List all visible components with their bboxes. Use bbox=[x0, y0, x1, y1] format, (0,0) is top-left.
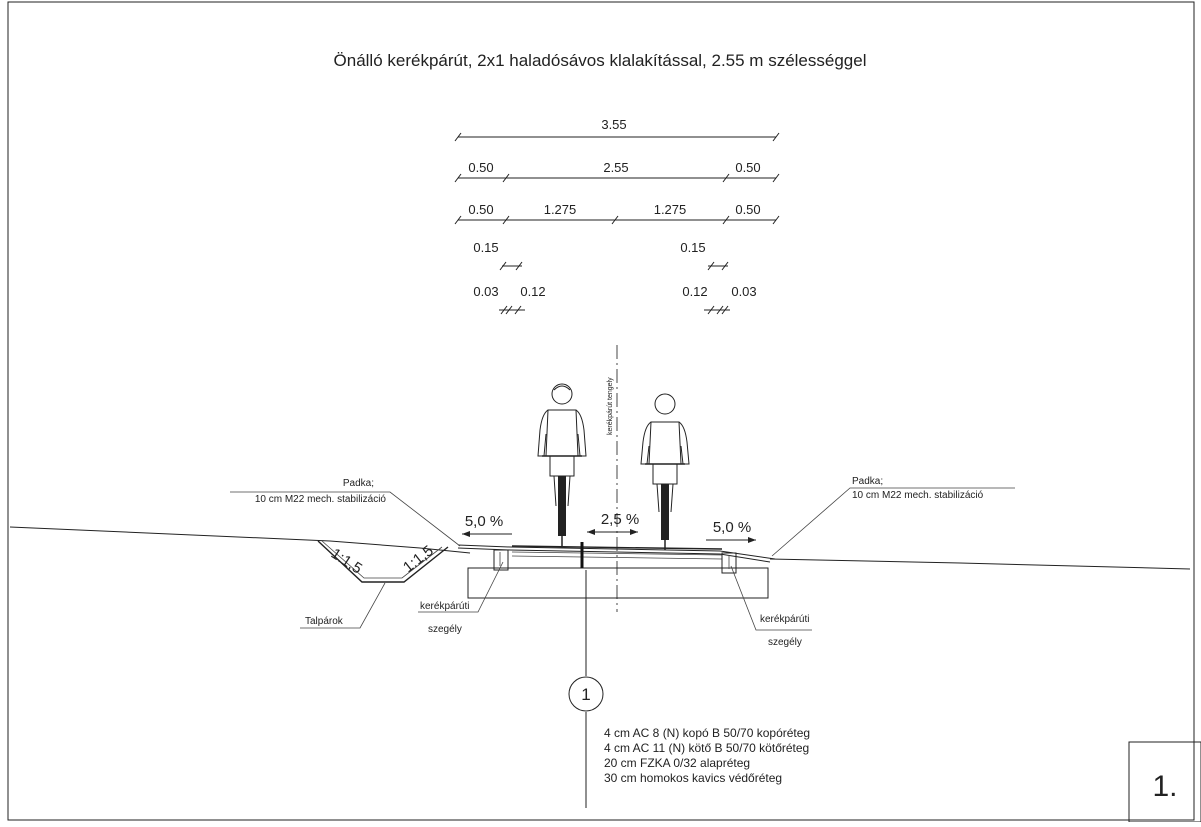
cyclist-right bbox=[640, 393, 690, 550]
sheet-number: 1. bbox=[1152, 770, 1177, 803]
dim-row3-right: 0.50 bbox=[735, 202, 760, 217]
dim-row2-right: 0.50 bbox=[735, 160, 760, 175]
slope-middle: 2,5 % bbox=[587, 511, 639, 535]
layer-4: 30 cm homokos kavics védőréteg bbox=[604, 771, 782, 785]
drawing-title: Önálló kerékpárút, 2x1 haladósávos klala… bbox=[334, 51, 867, 70]
dim-row5-left-a: 0.03 bbox=[473, 284, 498, 299]
layer-2: 4 cm AC 11 (N) kötő B 50/70 kötőréteg bbox=[604, 741, 809, 755]
dim-total: 3.55 bbox=[601, 117, 626, 132]
slope-left: 5,0 % bbox=[462, 513, 512, 537]
dim-row2-middle: 2.55 bbox=[603, 160, 628, 175]
ground-line-right bbox=[769, 558, 1191, 570]
dim-row4-right: 0.15 bbox=[680, 240, 705, 255]
dim-row2-left: 0.50 bbox=[468, 160, 493, 175]
left-shoulder-desc: 10 cm M22 mech. stabilizáció bbox=[255, 494, 387, 505]
curb-left-line2: szegély bbox=[428, 624, 462, 635]
dim-row5-right-b: 0.03 bbox=[731, 284, 756, 299]
axis-label: kerékpárút tengely bbox=[607, 377, 614, 435]
right-shoulder-title: Padka; bbox=[852, 476, 883, 487]
slope-right-arrow bbox=[748, 537, 756, 543]
slope-middle-arrow-right bbox=[630, 529, 638, 535]
ground-line-left bbox=[9, 526, 471, 554]
slope-left-label: 5,0 % bbox=[465, 513, 503, 530]
pavement-structure bbox=[457, 542, 776, 599]
dimension-row-total: 3.55 bbox=[454, 117, 780, 142]
slope-right-label: 5,0 % bbox=[713, 519, 751, 536]
left-shoulder-annotation: Padka; 10 cm M22 mech. stabilizáció bbox=[230, 478, 461, 547]
layer-list: 4 cm AC 8 (N) kopó B 50/70 kopóréteg 4 c… bbox=[604, 726, 810, 785]
ditch-label: Talpárok bbox=[305, 616, 344, 627]
curb-right-shape bbox=[721, 552, 737, 574]
curb-right-annotation: kerékpárúti szegély bbox=[730, 565, 812, 648]
right-shoulder-annotation: Padka; 10 cm M22 mech. stabilizáció bbox=[771, 476, 1015, 557]
dim-row5-right-a: 0.12 bbox=[682, 284, 707, 299]
slope-middle-label: 2,5 % bbox=[601, 511, 639, 528]
dimension-row-2: 0.50 2.55 0.50 bbox=[454, 160, 780, 183]
dim-row3-left: 0.50 bbox=[468, 202, 493, 217]
curb-left-annotation: kerékpárúti szegély bbox=[418, 561, 504, 635]
ditch: 1:1,5 1:1,5 Talpárok bbox=[300, 540, 449, 629]
dimension-row-4: 0.15 0.15 bbox=[473, 240, 729, 271]
curb-right-line2: szegély bbox=[768, 637, 802, 648]
left-shoulder-title: Padka; bbox=[343, 478, 374, 489]
layer-3: 20 cm FZKA 0/32 alapréteg bbox=[604, 756, 750, 770]
sheet-frame bbox=[7, 1, 1195, 821]
slope-left-arrow bbox=[462, 531, 470, 537]
slope-right: 5,0 % bbox=[706, 519, 756, 543]
dim-row5-left-b: 0.12 bbox=[520, 284, 545, 299]
right-shoulder-desc: 10 cm M22 mech. stabilizáció bbox=[852, 490, 984, 501]
dim-row4-left: 0.15 bbox=[473, 240, 498, 255]
curb-left-shape bbox=[493, 549, 509, 571]
dim-row3-mid-left: 1.275 bbox=[544, 202, 577, 217]
curb-left-line1: kerékpárúti bbox=[420, 601, 469, 612]
layer-1: 4 cm AC 8 (N) kopó B 50/70 kopóréteg bbox=[604, 726, 810, 740]
slope-middle-arrow-left bbox=[587, 529, 595, 535]
cyclist-left bbox=[537, 383, 587, 546]
layer-marker-circle bbox=[568, 676, 604, 712]
dimension-row-3: 0.50 1.275 1.275 0.50 bbox=[454, 202, 780, 225]
dim-row3-mid-right: 1.275 bbox=[654, 202, 687, 217]
layer-marker-number: 1 bbox=[581, 685, 590, 704]
curb-right-line1: kerékpárúti bbox=[760, 614, 809, 625]
ditch-ratio-left: 1:1,5 bbox=[328, 545, 365, 577]
dimension-row-5: 0.03 0.12 0.12 0.03 bbox=[473, 284, 757, 315]
